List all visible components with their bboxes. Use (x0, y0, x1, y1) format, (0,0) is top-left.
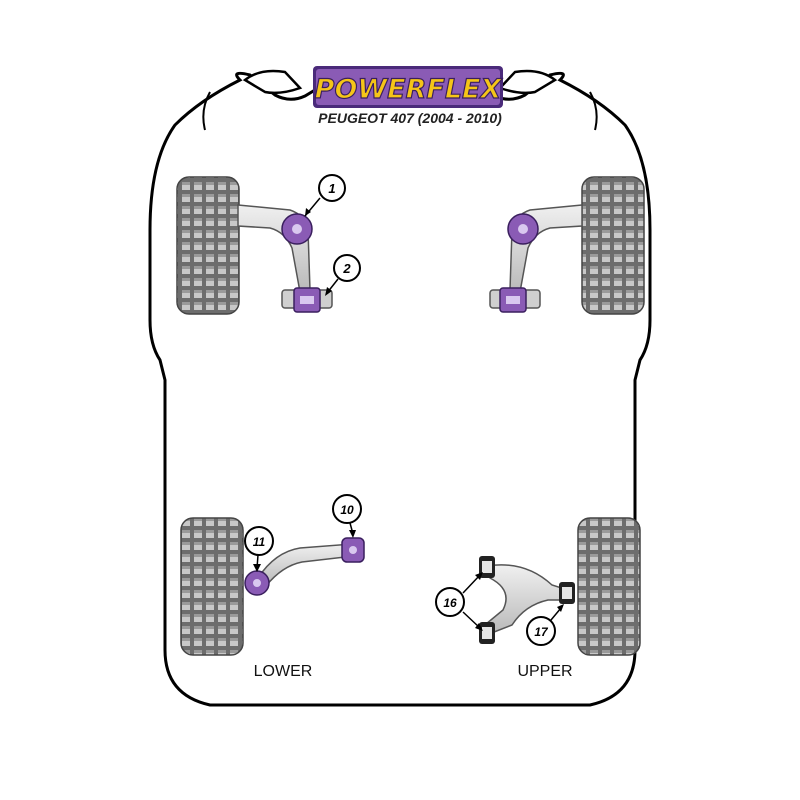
callout-16-text: 16 (443, 596, 457, 610)
logo-text: POWERFLEX (315, 74, 503, 105)
callout-17: 17 (526, 604, 564, 646)
vehicle-subtitle: PEUGEOT 407 (2004 - 2010) (318, 110, 502, 126)
tyre-rear-left (180, 517, 244, 656)
bush-16-bottom (479, 622, 495, 644)
powerflex-logo: POWERFLEX (313, 66, 503, 108)
callout-10: 10 (332, 494, 362, 538)
callout-16: 16 (435, 572, 483, 631)
tyre-front-left (176, 176, 240, 315)
rear-lower-arm (244, 537, 365, 596)
callout-17-text: 17 (534, 625, 549, 639)
headlight-left (242, 69, 303, 95)
callout-2: 2 (325, 254, 361, 296)
bush-16-top (479, 556, 495, 578)
front-left-wishbone (237, 204, 333, 313)
front-panel-line-right (589, 91, 598, 131)
callout-1: 1 (304, 174, 346, 217)
callout-10-text: 10 (340, 503, 354, 517)
callout-11: 11 (244, 526, 274, 572)
tyre-front-right (581, 176, 645, 315)
tyre-rear-right (577, 517, 641, 656)
bush-17 (559, 582, 575, 604)
front-panel-line-left (202, 91, 211, 131)
callout-11-text: 11 (253, 535, 266, 549)
callout-2-text: 2 (342, 261, 351, 276)
front-right-wishbone (489, 204, 583, 313)
rear-upper-arm (479, 556, 575, 644)
callout-1-text: 1 (328, 181, 335, 196)
label-upper: UPPER (517, 663, 572, 680)
label-lower: LOWER (254, 663, 313, 680)
bush-2 (281, 287, 333, 313)
